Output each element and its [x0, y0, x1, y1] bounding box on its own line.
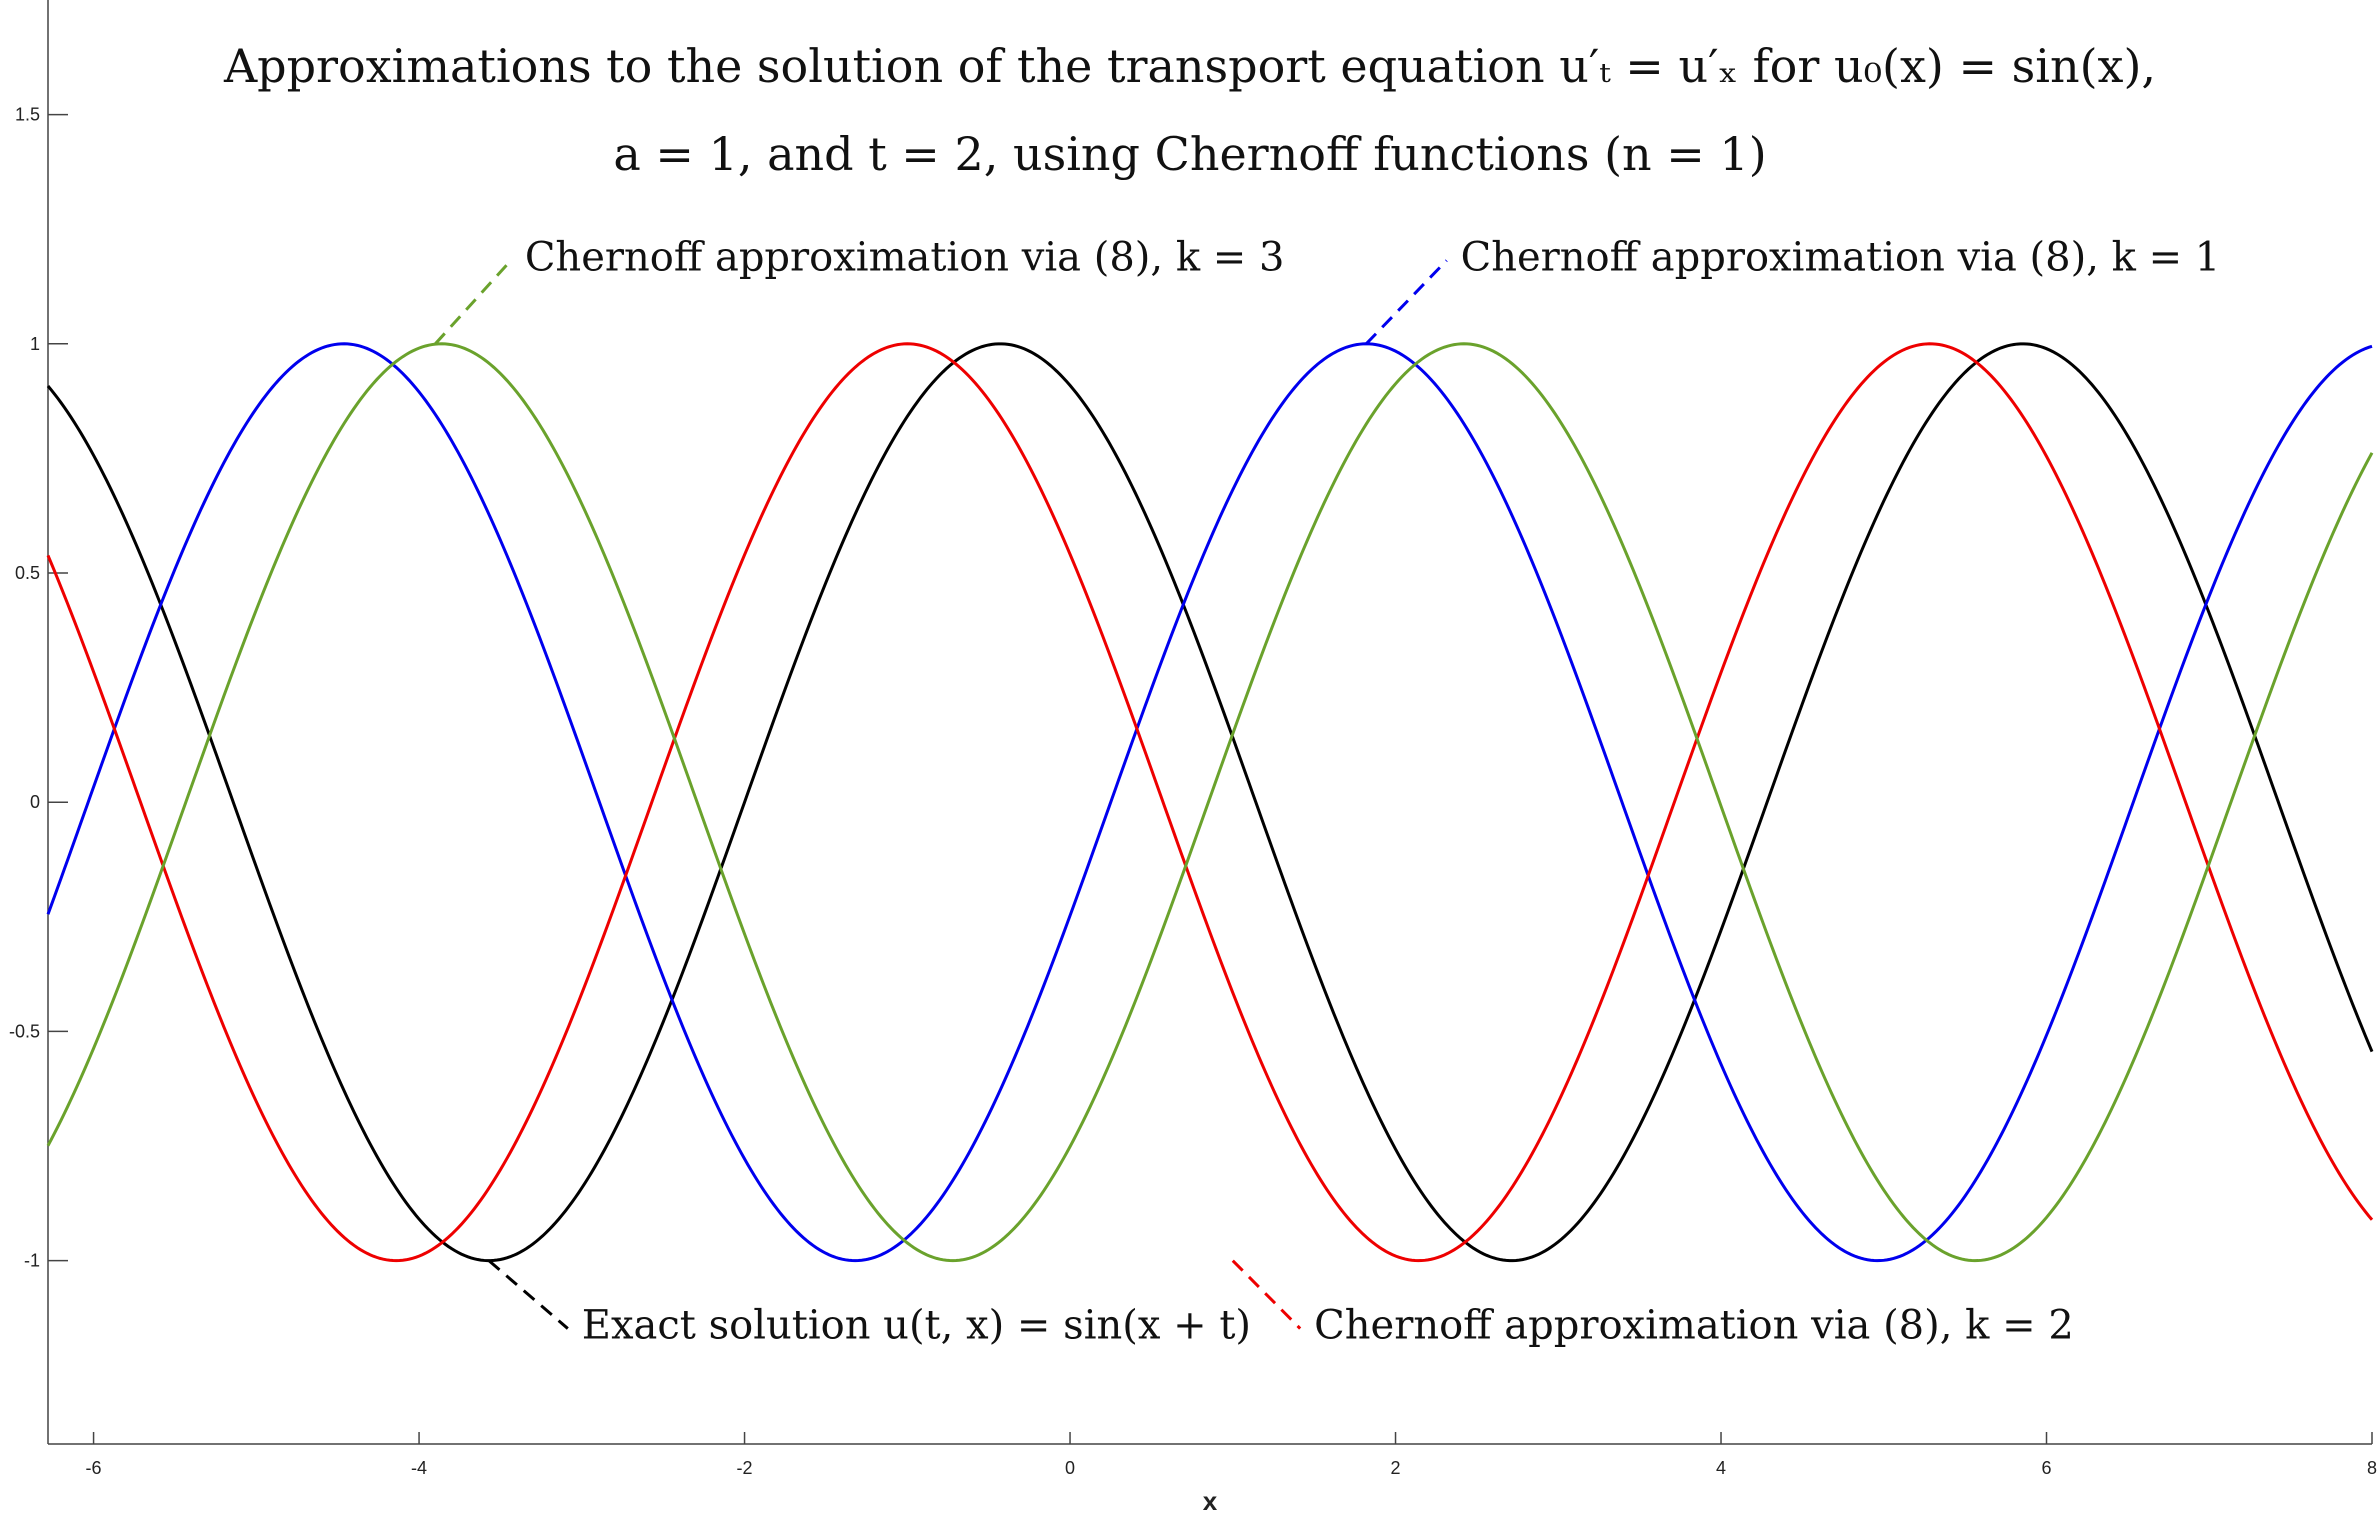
y-axis-ticks: -1 -0.5 0 0.5 1 1.5 [9, 105, 68, 1271]
x-tick-label: -2 [737, 1458, 753, 1478]
annotation-label-3: Chernoff approximation via (8), k = 2 [1314, 1303, 2074, 1349]
chart-title-line-1: Approximations to the solution of the tr… [223, 39, 2156, 93]
series-line-2 [46, 342, 2373, 1263]
y-tick-label: -1 [24, 1251, 40, 1271]
x-axis-ticks: -6 -4 -2 0 2 4 6 8 [86, 1432, 2377, 1478]
chart-title-line-2: a = 1, and t = 2, using Chernoff functio… [613, 127, 1766, 181]
series-layer [46, 342, 2374, 1263]
annotation-leader-3 [1231, 1259, 1302, 1330]
x-tick-label: -4 [411, 1458, 427, 1478]
annotation-label-1: Exact solution u(t, x) = sin(x + t) [582, 1303, 1251, 1349]
axes [47, 0, 2372, 1445]
annotation-leader-4 [434, 259, 512, 345]
y-tick-label: -0.5 [9, 1021, 40, 1041]
annotation-leader-2 [1365, 259, 1448, 345]
series-line-4 [46, 342, 2374, 1263]
x-tick-label: -6 [86, 1458, 102, 1478]
x-axis-label: x [1203, 1486, 1218, 1513]
y-tick-label: 0.5 [15, 563, 40, 583]
annotation-leader-1 [487, 1259, 569, 1330]
y-tick-label: 0 [30, 792, 40, 812]
x-tick-label: 0 [1065, 1458, 1075, 1478]
annotation-label-2: Chernoff approximation via (8), k = 1 [1461, 234, 2221, 280]
x-tick-label: 2 [1391, 1458, 1401, 1478]
x-tick-label: 6 [2042, 1458, 2052, 1478]
y-tick-label: 1.5 [15, 105, 40, 125]
x-tick-label: 8 [2367, 1458, 2377, 1478]
x-tick-label: 4 [1716, 1458, 1726, 1478]
annotation-label-4: Chernoff approximation via (8), k = 3 [525, 234, 1285, 280]
series-line-3 [46, 342, 2374, 1263]
series-line-1 [46, 342, 2374, 1263]
y-tick-label: 1 [30, 334, 40, 354]
annotation-layer: Exact solution u(t, x) = sin(x + t) Chern… [434, 234, 2221, 1349]
